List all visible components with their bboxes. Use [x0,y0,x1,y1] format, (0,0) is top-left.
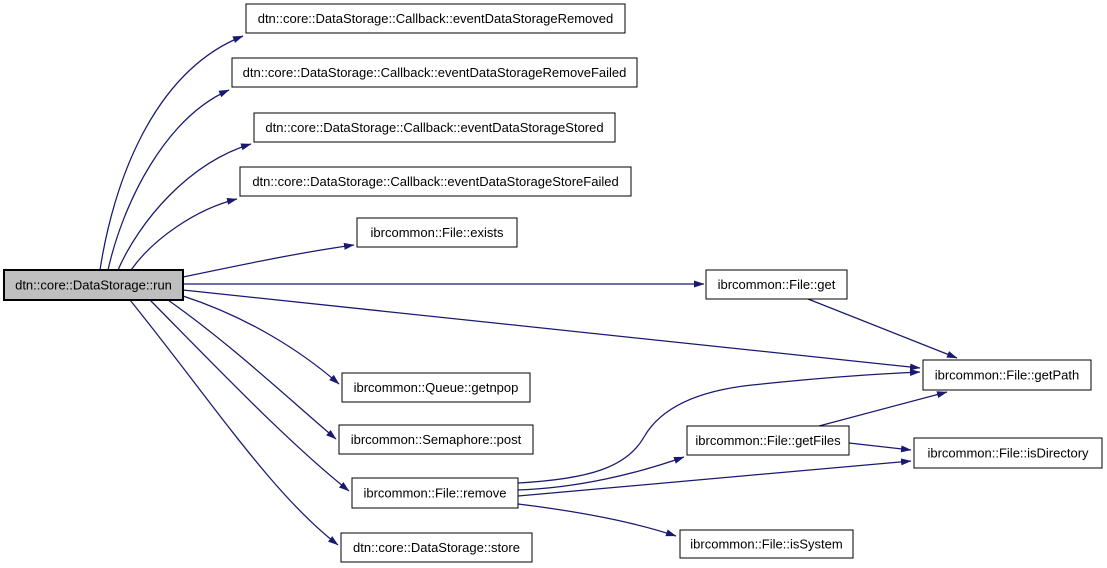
node-run-box [3,269,184,301]
edge-remove-to-isDirectory [517,458,912,497]
edge-run-to-eventDataStorageRemoved [99,35,244,271]
node-exists-box [356,217,518,248]
node-eventDataStorageRemoveFailed-box [231,57,638,88]
node-eventDataStorageStored[interactable]: dtn::core::DataStorage::Callback::eventD… [253,112,616,143]
node-eventDataStorageStoreFailed-label: dtn::core::DataStorage::Callback::eventD… [252,174,618,189]
node-getFiles-label: ibrcommon::File::getFiles [695,433,841,448]
node-exists-label: ibrcommon::File::exists [371,225,504,240]
edge-run-to-exists [182,242,355,278]
node-eventDataStorageRemoved[interactable]: dtn::core::DataStorage::Callback::eventD… [245,3,626,34]
node-exists[interactable]: ibrcommon::File::exists [356,217,518,248]
edge-run-to-eventDataStorageStoreFailed [130,197,238,271]
node-post-label: ibrcommon::Semaphore::post [351,432,522,447]
node-getFiles-box [686,425,850,456]
node-eventDataStorageStored-label: dtn::core::DataStorage::Callback::eventD… [265,120,603,135]
node-store[interactable]: dtn::core::DataStorage::store [340,532,533,563]
edge-remove-to-getPath [517,368,921,484]
edges-layer [99,35,958,546]
edge-run-to-eventDataStorageStored [117,143,252,271]
edge-remove-to-getFiles [517,456,685,491]
nodes-layer: dtn::core::DataStorage::run dtn::core::D… [3,3,1103,563]
node-eventDataStorageStoreFailed[interactable]: dtn::core::DataStorage::Callback::eventD… [239,166,632,197]
node-remove[interactable]: ibrcommon::File::remove [351,477,519,509]
node-store-label: dtn::core::DataStorage::store [353,540,520,555]
node-eventDataStorageStored-box [253,112,616,143]
node-post[interactable]: ibrcommon::Semaphore::post [338,424,534,455]
edge-run-to-eventDataStorageRemoveFailed [107,89,230,271]
edge-run-to-store [129,299,339,546]
node-eventDataStorageRemoveFailed[interactable]: dtn::core::DataStorage::Callback::eventD… [231,57,638,88]
node-getnpop-box [341,372,531,403]
edge-get-to-getPath [807,298,958,359]
node-run: dtn::core::DataStorage::run [3,269,184,301]
node-isDirectory-label: ibrcommon::File::isDirectory [927,446,1089,461]
edge-run-to-getPath [182,289,921,371]
node-isDirectory[interactable]: ibrcommon::File::isDirectory [913,437,1103,469]
node-post-box [338,424,534,455]
edge-run-to-remove [149,299,350,492]
node-eventDataStorageRemoved-box [245,3,626,34]
node-getnpop-label: ibrcommon::Queue::getnpop [354,380,519,395]
node-store-box [340,532,533,563]
node-getPath-label: ibrcommon::File::getPath [935,368,1080,383]
node-get-box [705,269,848,300]
node-run-label: dtn::core::DataStorage::run [15,278,172,293]
node-remove-box [351,477,519,509]
node-getnpop[interactable]: ibrcommon::Queue::getnpop [341,372,531,403]
node-eventDataStorageRemoved-label: dtn::core::DataStorage::Callback::eventD… [258,11,614,26]
node-eventDataStorageStoreFailed-box [239,166,632,197]
edge-run-to-getnpop [182,295,340,385]
node-isDirectory-box [913,437,1103,469]
node-getPath-box [922,359,1092,391]
edge-remove-to-isSystem [517,503,677,537]
node-get-label: ibrcommon::File::get [718,277,836,292]
node-isSystem-label: ibrcommon::File::isSystem [690,537,842,552]
edge-getFiles-to-isDirectory [848,442,912,453]
edge-getFiles-to-getPath [818,391,948,427]
node-getPath[interactable]: ibrcommon::File::getPath [922,359,1092,391]
node-remove-label: ibrcommon::File::remove [363,486,506,501]
node-isSystem-box [679,529,854,559]
node-getFiles[interactable]: ibrcommon::File::getFiles [686,425,850,456]
node-isSystem[interactable]: ibrcommon::File::isSystem [679,529,854,559]
node-get[interactable]: ibrcommon::File::get [705,269,848,300]
edge-run-to-post [167,299,337,440]
node-eventDataStorageRemoveFailed-label: dtn::core::DataStorage::Callback::eventD… [243,65,627,80]
